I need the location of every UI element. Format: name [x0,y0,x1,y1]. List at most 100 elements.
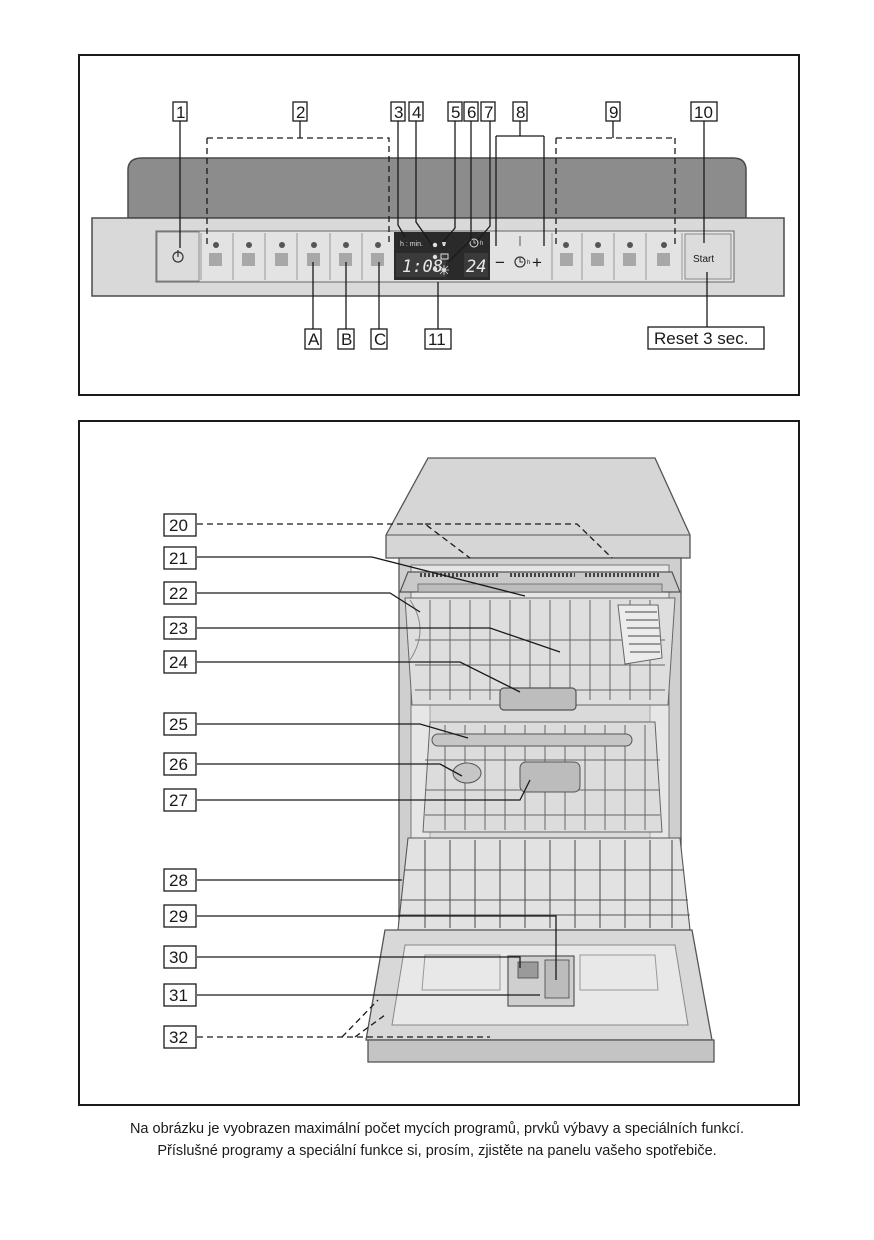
cutlery-drawer[interactable] [399,571,681,593]
callout-23: 23 [163,616,197,640]
caption-line-2: Příslušné programy a speciální funkce si… [157,1143,717,1159]
start-label: Start [693,254,714,265]
option-button[interactable] [613,233,636,280]
callout-28: 28 [163,868,197,892]
svg-text:7: 7 [484,103,493,122]
program-buttons [200,233,384,280]
callout-7: 7 [480,101,496,122]
svg-text:9: 9 [609,103,618,122]
callouts-top: 1 2 3 4 5 6 7 8 9 10 [172,101,718,122]
minus-button[interactable]: − [495,253,505,272]
plus-button[interactable]: + [532,253,542,272]
upper-basket[interactable] [404,597,676,706]
program-button[interactable] [296,233,320,280]
callout-10: 10 [690,101,718,122]
callout-A: A [304,328,322,350]
display-hours: 24 [466,257,486,277]
callouts-bottom: A B C 11 Reset 3 sec. [304,326,765,350]
option-buttons [551,233,670,280]
svg-text:11: 11 [428,330,446,349]
svg-text:C: C [374,330,386,349]
callout-32: 32 [163,1025,197,1049]
door-top [127,157,747,219]
svg-text:6: 6 [467,103,476,122]
callout-27: 27 [163,788,197,812]
svg-text:10: 10 [694,103,713,122]
machine-callouts: 20 21 22 23 24 25 26 27 28 29 30 31 32 [163,513,197,1049]
program-button[interactable] [361,233,384,280]
upper-spray-arm [499,687,577,711]
timer-icon [469,238,479,248]
lower-basket[interactable] [397,837,691,936]
svg-text:21: 21 [169,549,188,568]
worktop [385,457,691,559]
timer-h-label: h [527,260,530,266]
callout-3: 3 [390,101,406,122]
lower-spray-arm [431,733,633,747]
callout-2: 2 [292,101,308,122]
caption-line-1: Na obrázku je vyobrazen maximální počet … [129,1121,745,1137]
start-button[interactable]: Start [681,233,732,280]
svg-text:29: 29 [169,907,188,926]
callout-4: 4 [408,101,424,122]
timer-h-label: h [480,241,483,247]
detergent-dispenser[interactable] [507,955,575,1007]
option-button[interactable] [581,233,604,280]
svg-text:24: 24 [169,653,188,672]
callout-11: 11 [424,328,452,350]
filter-system [519,761,581,793]
hours-minutes-label: h : min. [400,241,423,248]
callout-26: 26 [163,752,197,776]
callout-25: 25 [163,712,197,736]
rinse-aid-icon [442,242,446,246]
salt-icon [440,253,449,260]
time-preselection: − h + [495,236,542,272]
svg-text:8: 8 [516,103,525,122]
display-time: 1:08 [402,257,443,277]
control-panel-diagram: h : min. 1:08 24 h − h + Start [91,101,785,350]
program-button[interactable] [232,233,255,280]
program-button[interactable] [200,233,222,280]
power-button[interactable] [156,231,200,282]
callout-20: 20 [163,513,197,537]
reset-label: Reset 3 sec. [647,326,765,350]
svg-text:3: 3 [394,103,403,122]
callout-lines [179,120,708,330]
svg-text:31: 31 [169,986,188,1005]
svg-text:28: 28 [169,871,188,890]
dishwasher-diagram: 20 21 22 23 24 25 26 27 28 29 30 31 32 [163,457,715,1063]
callout-30: 30 [163,945,197,969]
display: h : min. 1:08 24 h [394,232,490,280]
machine-callout-lines [197,523,613,1038]
timer-icon [514,256,526,268]
svg-text:B: B [341,330,352,349]
svg-text:25: 25 [169,715,188,734]
svg-text:5: 5 [451,103,460,122]
callout-21: 21 [163,546,197,570]
svg-text:2: 2 [296,103,305,122]
svg-text:Reset 3 sec.: Reset 3 sec. [654,329,749,348]
callout-C: C [370,328,388,350]
svg-text:22: 22 [169,584,188,603]
svg-text:1: 1 [176,103,185,122]
callout-1: 1 [172,101,188,122]
program-button[interactable] [329,233,352,280]
callout-8: 8 [512,101,528,122]
callout-29: 29 [163,904,197,928]
option-button[interactable] [551,233,573,280]
callout-22: 22 [163,581,197,605]
svg-text:4: 4 [412,103,421,122]
svg-text:26: 26 [169,755,188,774]
svg-text:32: 32 [169,1028,188,1047]
callout-B: B [337,328,355,350]
svg-text:20: 20 [169,516,188,535]
svg-text:27: 27 [169,791,188,810]
callout-31: 31 [163,983,197,1007]
sun-icon [439,265,449,275]
callout-24: 24 [163,650,197,674]
program-button[interactable] [264,233,288,280]
svg-text:23: 23 [169,619,188,638]
callout-5: 5 [447,101,463,122]
option-button[interactable] [645,233,670,280]
caption: Na obrázku je vyobrazen maximální počet … [0,1118,874,1162]
